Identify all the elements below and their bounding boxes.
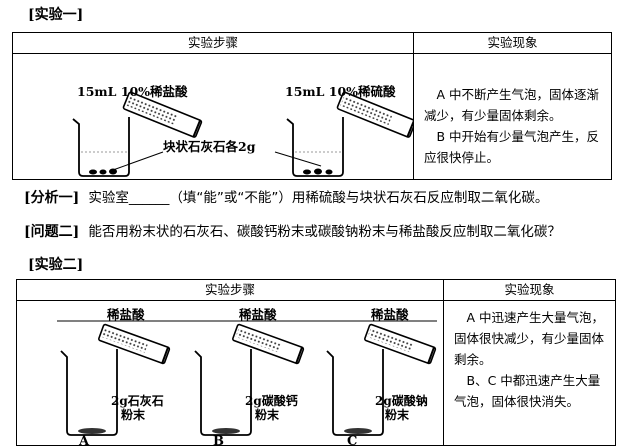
- exp1-apparatus-diagram: 15mL 10%稀盐酸 15mL 10%稀硫酸 块状石灰石各2g A B: [72, 84, 413, 177]
- exp1-table: 实验步骤 实验现象: [12, 32, 612, 180]
- solid-label-c-line1: 2g碳酸钠: [375, 393, 428, 408]
- solid-leader-line-b: [274, 151, 322, 167]
- beaker-b-figure: [286, 91, 413, 177]
- exp1-col-observations: 实验现象: [413, 32, 612, 54]
- analysis1-text: 实验室______（填“能”或“不能”）用稀硫酸与块状石灰石反应制取二氧化碳。: [88, 190, 549, 206]
- exp2-acid-label-a: 稀盐酸: [107, 307, 145, 322]
- exp2-observation-bc: B、C 中都迅速产生大量气泡，固体很快消失。: [454, 373, 601, 409]
- exp2-heading: [实验二]: [28, 257, 84, 273]
- exp1-heading: [实验一]: [28, 7, 84, 23]
- exp2-acid-label-b: 稀盐酸: [239, 307, 277, 322]
- exp2-table: 实验步骤 实验现象: [16, 279, 616, 446]
- solid-label: 块状石灰石各2g: [163, 139, 256, 154]
- exp2-beaker-a-label: A: [78, 434, 90, 445]
- exp2-apparatus-diagram: 稀盐酸 稀盐酸 稀盐酸 2g石灰石 粉末 2g碳酸钙 粉末 2g碳酸钠 粉末 A…: [57, 307, 437, 445]
- solid-label-a-line2: 粉末: [121, 407, 146, 422]
- question2-tag: [问题二]: [24, 224, 80, 240]
- exp2-beaker-c-figure: [326, 323, 437, 436]
- exp1-observation-b: B 中开始有少量气泡产生，反应很快停止。: [424, 129, 600, 165]
- exp2-steps-cell: 稀盐酸 稀盐酸 稀盐酸 2g石灰石 粉末 2g碳酸钙 粉末 2g碳酸钠 粉末 A…: [16, 300, 444, 446]
- exp2-observation-a: A 中迅速产生大量气泡，固体很快减少，有少量固体剩余。: [454, 310, 605, 367]
- question2-text: 能否用粉末状的石灰石、碳酸钙粉末或碳酸钠粉末与稀盐酸反应制取二氧化碳？: [88, 224, 561, 240]
- solid-leader-line-a: [112, 151, 164, 171]
- solid-label-a-line1: 2g石灰石: [111, 393, 164, 408]
- exp2-observations-cell: A 中迅速产生大量气泡，固体很快减少，有少量固体剩余。 B、C 中都迅速产生大量…: [443, 300, 616, 446]
- exp2-beaker-b-figure: [194, 323, 305, 436]
- analysis1-row: [分析一] 实验室______（填“能”或“不能”）用稀硫酸与块状石灰石反应制取…: [24, 186, 548, 207]
- exp1-col-steps: 实验步骤: [12, 32, 414, 54]
- exp2-beaker-a-figure: [60, 323, 171, 436]
- solid-label-b-line1: 2g碳酸钙: [245, 393, 298, 408]
- exp2-beaker-b-label: B: [213, 434, 224, 445]
- question2-row: [问题二] 能否用粉末状的石灰石、碳酸钙粉末或碳酸钠粉末与稀盐酸反应制取二氧化碳…: [24, 220, 561, 241]
- exp2-acid-label-c: 稀盐酸: [371, 307, 409, 322]
- solid-label-b-line2: 粉末: [255, 407, 280, 422]
- exp1-steps-cell: 15mL 10%稀盐酸 15mL 10%稀硫酸 块状石灰石各2g A B: [12, 53, 414, 180]
- analysis1-tag: [分析一]: [24, 190, 80, 206]
- exp1-observation-a: A 中不断产生气泡，固体逐渐减少，有少量固体剩余。: [424, 87, 600, 123]
- exp2-beaker-c-label: C: [347, 434, 357, 445]
- beaker-a-figure: [72, 91, 203, 177]
- acid-label-a: 15mL 10%稀盐酸: [77, 84, 188, 99]
- solid-label-c-line2: 粉末: [385, 407, 410, 422]
- exp1-observations-cell: A 中不断产生气泡，固体逐渐减少，有少量固体剩余。 B 中开始有少量气泡产生，反…: [413, 53, 612, 180]
- exp2-col-steps: 实验步骤: [16, 279, 444, 301]
- acid-label-b: 15mL 10%稀硫酸: [285, 84, 396, 99]
- exp2-col-observations: 实验现象: [443, 279, 616, 301]
